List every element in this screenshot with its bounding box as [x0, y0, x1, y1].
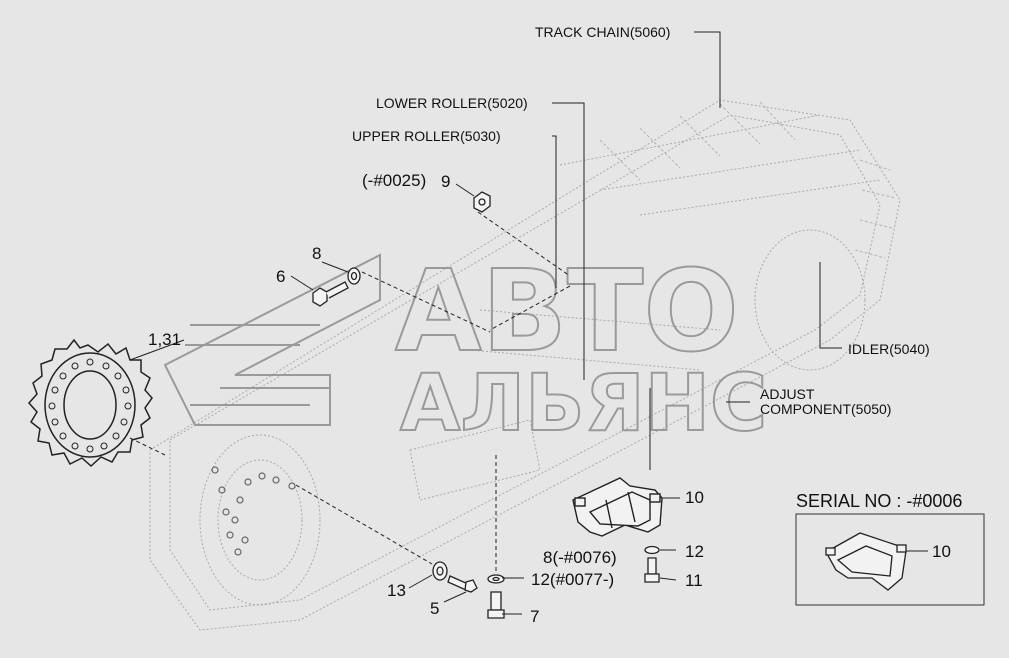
sprocket-teeth: [27, 338, 153, 468]
part-8-top-label: 8: [312, 244, 321, 263]
washer-part-12: [487, 574, 505, 584]
bolt-part-6: [312, 281, 349, 307]
part-11-label: 11: [685, 571, 703, 590]
serial-inset-title: SERIAL NO : -#0006: [796, 491, 962, 511]
bolt-part-5: [447, 575, 478, 593]
watermark: АВТО АЛЬЯНС: [163, 246, 768, 450]
inset-part-label: 10: [932, 542, 951, 561]
track-guard-part-10: [572, 477, 663, 537]
washer-part-12-upper: [644, 545, 660, 555]
track-link-sketch: [599, 101, 896, 259]
sprocket-bore: [63, 370, 117, 440]
part-12-serial-label: 12(#0077-): [531, 570, 614, 589]
adjust-label-line2: COMPONENT(5050): [760, 401, 891, 417]
watermark-logo: [163, 253, 381, 426]
serial-inset-frame: [795, 513, 985, 606]
part-6-label: 6: [276, 267, 285, 286]
part-5-label: 5: [430, 599, 439, 618]
part-1-31-label: 1,31: [148, 330, 181, 349]
washer-part-8: [347, 267, 361, 285]
part-10-label: 10: [685, 488, 704, 507]
bolt-part-7: [487, 591, 505, 619]
part-7-label: 7: [530, 607, 539, 626]
sprocket-rim: [44, 352, 136, 458]
hub-bolt-holes: [211, 466, 296, 556]
idler-label: IDLER(5040): [848, 341, 930, 357]
part-12-upper-label: 12: [685, 542, 704, 561]
upper-roller-label: UPPER ROLLER(5030): [352, 128, 501, 144]
sprocket: [27, 338, 153, 468]
bolt-part-11: [644, 557, 660, 583]
track-guard-variant: [825, 532, 907, 591]
sprocket-bolt-holes: [48, 358, 132, 453]
nut-part-9: [473, 191, 491, 213]
part-8-serial-label: 8(-#0076): [543, 548, 617, 567]
part-9-label: 9: [441, 172, 450, 191]
assembly-lines: [129, 211, 571, 572]
leader-lines: [129, 31, 842, 615]
part-13-label: 13: [387, 581, 406, 600]
lower-roller-label: LOWER ROLLER(5020): [376, 95, 528, 111]
washer-part-13: [432, 561, 448, 581]
part-9-serial-label: (-#0025): [362, 171, 426, 190]
watermark-line1: АВТО: [395, 247, 739, 377]
adjust-label-line1: ADJUST: [760, 386, 815, 402]
serial-inset: SERIAL NO : -#0006 10: [795, 491, 985, 606]
track-chain-label: TRACK CHAIN(5060): [535, 24, 670, 40]
